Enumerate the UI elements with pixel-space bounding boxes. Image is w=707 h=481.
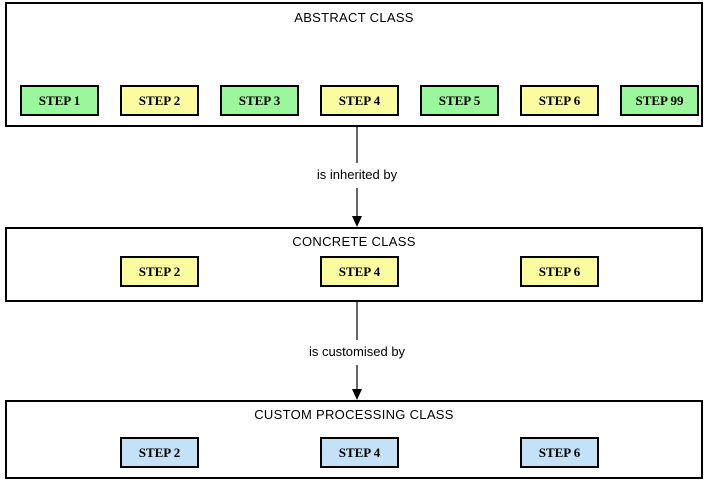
abstract-step-1[interactable]: STEP 1 — [20, 85, 99, 116]
abstract-class-title: ABSTRACT CLASS — [294, 10, 414, 25]
abstract-step-3[interactable]: STEP 3 — [220, 85, 299, 116]
custom-processing-class-container: CUSTOM PROCESSING CLASS STEP 2 STEP 4 ST… — [5, 400, 703, 479]
custom-processing-class-title: CUSTOM PROCESSING CLASS — [254, 407, 454, 422]
abstract-step-2[interactable]: STEP 2 — [120, 85, 199, 116]
abstract-step-6[interactable]: STEP 6 — [520, 85, 599, 116]
custom-step-2[interactable]: STEP 2 — [120, 437, 199, 468]
abstract-step-4[interactable]: STEP 4 — [320, 85, 399, 116]
custom-step-4[interactable]: STEP 4 — [320, 437, 399, 468]
concrete-step-4[interactable]: STEP 4 — [320, 256, 399, 287]
customises-connector-label: is customised by — [308, 344, 406, 359]
concrete-step-6[interactable]: STEP 6 — [520, 256, 599, 287]
inherits-connector-label: is inherited by — [316, 167, 398, 182]
abstract-step-99[interactable]: STEP 99 — [620, 85, 699, 116]
abstract-step-5[interactable]: STEP 5 — [420, 85, 499, 116]
concrete-class-title: CONCRETE CLASS — [292, 234, 416, 249]
concrete-class-container: CONCRETE CLASS STEP 2 STEP 4 STEP 6 — [5, 227, 703, 302]
abstract-class-container: ABSTRACT CLASS STEP 1 STEP 2 STEP 3 STEP… — [5, 2, 703, 127]
custom-step-6[interactable]: STEP 6 — [520, 437, 599, 468]
concrete-step-2[interactable]: STEP 2 — [120, 256, 199, 287]
